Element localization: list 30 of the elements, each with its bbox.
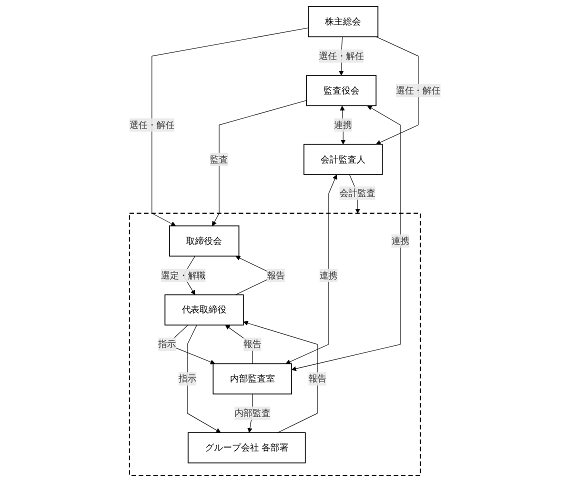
edge-label: 内部監査 (234, 408, 270, 418)
node-box: 株主総会 (308, 6, 378, 38)
edge-label: 選定・解職 (160, 270, 206, 280)
edge-label: 連携 (391, 235, 410, 246)
edge-label: 会計監査 (339, 188, 376, 198)
edge-label: 報告 (243, 338, 262, 350)
arrow (340, 106, 346, 145)
arrow (187, 324, 221, 433)
node-box: 会計監査人 (303, 144, 383, 175)
node-box: 監査役会 (306, 74, 376, 106)
edge-label: 選任・解任 (129, 119, 174, 130)
arrow (152, 28, 309, 226)
edge-label: 連携 (320, 270, 338, 280)
node-box: 代表取締役 (164, 294, 244, 326)
edge-label: 連携 (334, 119, 352, 130)
arrow (291, 106, 400, 372)
edge-label: 監査 (210, 154, 228, 165)
edge-label: 指示 (178, 373, 196, 384)
arrow (212, 100, 307, 226)
node-box: グループ会社 各部署 (188, 432, 306, 464)
edge-label: 報告 (308, 373, 326, 384)
arrow (376, 36, 418, 145)
edge-label: 選任・解任 (318, 50, 364, 62)
edge-label: 指示 (158, 338, 176, 350)
edge-label: 報告 (266, 270, 285, 280)
node-box: 内部監査室 (212, 363, 292, 394)
arrow (286, 174, 338, 364)
node-box: 取締役会 (168, 225, 240, 257)
edge-label: 選任・解任 (396, 84, 441, 96)
cluster (128, 212, 421, 476)
